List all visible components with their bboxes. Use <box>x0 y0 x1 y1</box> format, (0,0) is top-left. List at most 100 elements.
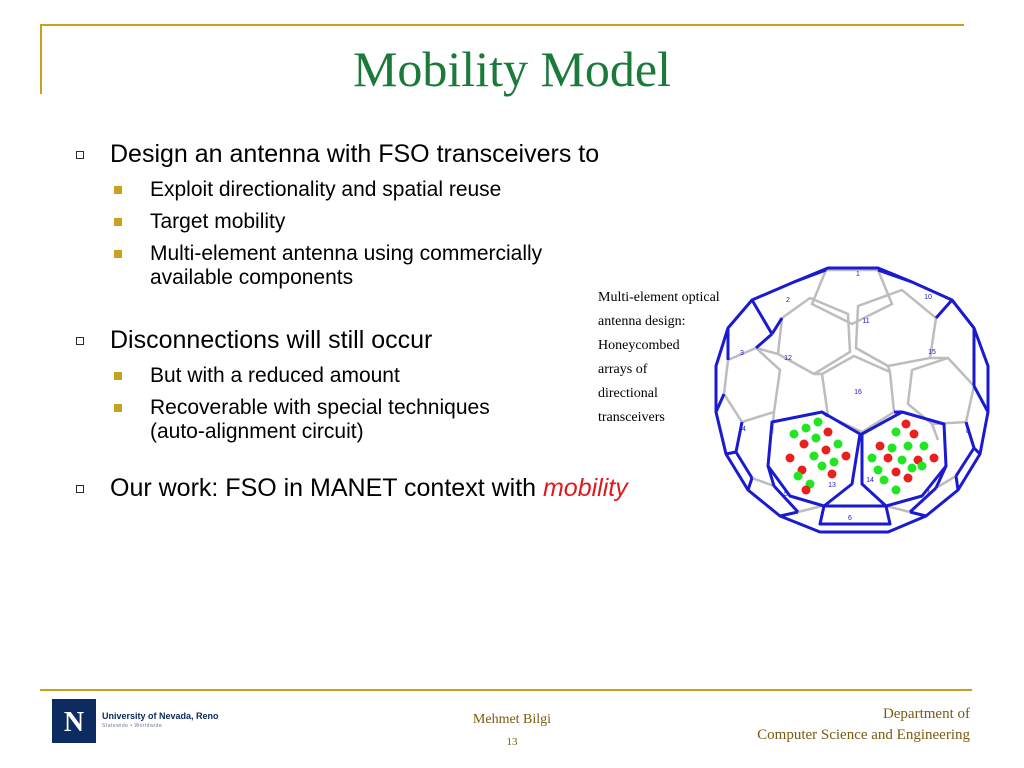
caption-line: directional <box>598 386 658 401</box>
sub-bullet-reduced-amount: But with a reduced amount <box>72 364 732 388</box>
transceiver-green <box>833 439 843 449</box>
transceiver-green <box>789 429 799 439</box>
top-frame-line <box>40 24 964 26</box>
face-14-transceivers <box>867 419 939 495</box>
face-label: 14 <box>866 477 874 484</box>
bullet-list: Design an antenna with FSO transceivers … <box>72 138 732 504</box>
transceiver-red <box>929 453 939 463</box>
face-label: 6 <box>848 515 852 522</box>
sub-bullet-text: Multi-element antenna using commercially <box>150 242 543 265</box>
antenna-diagram: 1 2 3 4 5 6 7 8 9 10 11 12 13 14 15 16 <box>714 266 990 534</box>
bullet-design-antenna: Design an antenna with FSO transceivers … <box>72 138 732 170</box>
face-label: 7 <box>926 490 930 497</box>
bullet-text: Our work: FSO in MANET context with <box>110 474 543 502</box>
sub-bullet-text-cont: (auto-alignment circuit) <box>150 420 364 443</box>
bullet-text: Disconnections will still occur <box>110 326 433 354</box>
transceiver-red <box>841 451 851 461</box>
transceiver-green <box>891 485 901 495</box>
left-frame-line <box>40 24 42 94</box>
logo-mark: N <box>64 707 84 738</box>
face-15-outline <box>906 356 976 426</box>
face-label: 5 <box>784 491 788 498</box>
square-bullet-icon <box>114 250 122 258</box>
face-label: 12 <box>784 355 792 362</box>
transceiver-green <box>917 461 927 471</box>
slide-title: Mobility Model <box>352 41 672 97</box>
caption-line: Honeycombed <box>598 338 680 353</box>
bullet-our-work: Our work: FSO in MANET context with mobi… <box>72 472 732 504</box>
face-label: 4 <box>742 426 746 433</box>
face-1-outline <box>810 268 894 326</box>
face-label: 10 <box>924 294 932 301</box>
sub-bullet-target-mobility: Target mobility <box>72 210 732 234</box>
footer-author: Mehmet Bilgi <box>472 712 552 727</box>
transceiver-green <box>809 451 819 461</box>
sub-bullet-text: Recoverable with special techniques <box>150 396 490 419</box>
sub-bullet-recoverable: Recoverable with special techniques (aut… <box>72 396 732 444</box>
face-14-outline <box>860 410 948 508</box>
transceiver-green <box>907 463 917 473</box>
face-label: 1 <box>856 271 860 278</box>
face-12-outline <box>776 296 852 376</box>
face-label: 16 <box>854 389 862 396</box>
caption-line: Multi-element optical <box>598 290 720 305</box>
transceiver-green <box>829 457 839 467</box>
face-11-outline <box>854 288 938 368</box>
transceiver-red <box>801 485 811 495</box>
hollow-square-bullet-icon <box>76 151 84 159</box>
face-13-transceivers <box>785 417 851 495</box>
face-label: 11 <box>862 318 869 325</box>
face-13-outline <box>766 410 862 508</box>
sub-bullet-directionality: Exploit directionality and spatial reuse <box>72 178 732 202</box>
face-label: 15 <box>928 349 936 356</box>
transceiver-red <box>785 453 795 463</box>
department-line-2: Computer Science and Engineering <box>757 727 970 743</box>
sub-bullet-text: Exploit directionality and spatial reuse <box>150 178 502 201</box>
bullet-text: Design an antenna with FSO transceivers … <box>110 140 600 168</box>
transceiver-green <box>813 417 823 427</box>
footer-divider <box>40 689 972 691</box>
university-logo-icon: N <box>52 699 96 743</box>
transceiver-green <box>879 475 889 485</box>
transceiver-green <box>817 461 827 471</box>
transceiver-green <box>887 443 897 453</box>
caption-line: arrays of <box>598 362 648 377</box>
face-label: 2 <box>786 297 790 304</box>
sub-bullet-text-cont: available components <box>150 266 354 289</box>
square-bullet-icon <box>114 186 122 194</box>
transceiver-red <box>883 453 893 463</box>
bullet-disconnections: Disconnections will still occur <box>72 324 732 356</box>
face-3-outline <box>722 346 782 424</box>
transceiver-green <box>891 427 901 437</box>
face-labels: 1 2 3 4 5 6 7 8 9 10 11 12 13 14 15 16 <box>740 271 976 522</box>
footer-department: Department of Computer Science and Engin… <box>757 704 970 746</box>
university-tagline: Statewide • Worldwide <box>102 723 163 729</box>
transceiver-red <box>891 467 901 477</box>
sub-bullet-text: Target mobility <box>150 210 286 233</box>
university-name: University of Nevada, Reno <box>102 711 219 721</box>
face-label: 13 <box>828 482 836 489</box>
transceiver-red <box>823 427 833 437</box>
square-bullet-icon <box>114 218 122 226</box>
transceiver-red <box>909 429 919 439</box>
department-line-1: Department of <box>882 706 970 722</box>
sub-bullet-multi-element: Multi-element antenna using commercially… <box>72 242 732 290</box>
transceiver-red <box>821 445 831 455</box>
emphasis-mobility: mobility <box>542 474 628 502</box>
transceiver-green <box>897 455 907 465</box>
square-bullet-icon <box>114 404 122 412</box>
hollow-square-bullet-icon <box>76 337 84 345</box>
caption-line: transceivers <box>598 410 665 425</box>
caption-line: antenna design: <box>598 314 686 329</box>
face-label: 3 <box>740 350 744 357</box>
face-label: 9 <box>972 353 976 360</box>
transceiver-red <box>901 419 911 429</box>
transceiver-red <box>903 473 913 483</box>
antenna-caption: Multi-element optical antenna design: Ho… <box>598 286 768 430</box>
square-bullet-icon <box>114 372 122 380</box>
transceiver-green <box>903 441 913 451</box>
slide-number: 13 <box>506 736 518 748</box>
transceiver-green <box>811 433 821 443</box>
face-label: 8 <box>966 428 970 435</box>
hollow-square-bullet-icon <box>76 485 84 493</box>
